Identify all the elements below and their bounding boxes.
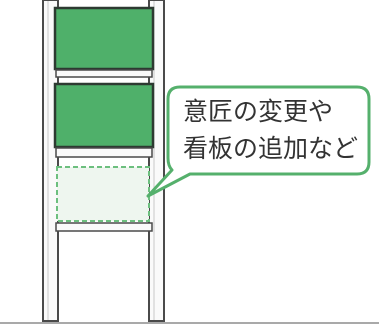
left-post [42, 0, 59, 322]
right-post [148, 0, 165, 322]
callout-text-line2: 看板の追加など [183, 134, 358, 163]
sign-panel-top [53, 6, 155, 71]
sign-panel-middle [53, 82, 155, 149]
crossbar [55, 147, 153, 158]
crossbar [55, 69, 153, 78]
callout-text-line1: 意匠の変更や [183, 97, 333, 126]
callout-bubble [146, 85, 371, 198]
crossbar [55, 222, 153, 232]
added-sign-placeholder [56, 166, 150, 222]
